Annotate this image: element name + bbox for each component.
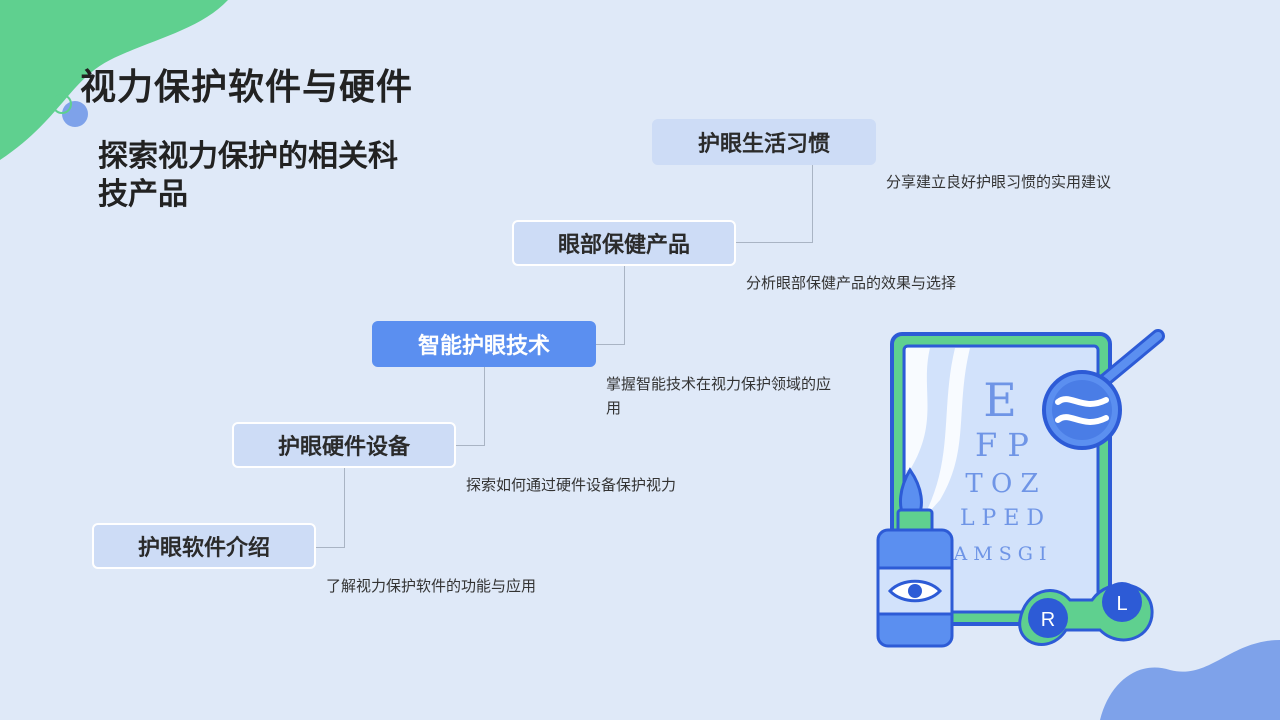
page-subtitle: 探索视力保护的相关科技产品 — [98, 138, 398, 214]
eye-chart-illustration: E F P T O Z L P E D A M S G I R L — [860, 320, 1180, 660]
step-products-desc: 分析眼部保健产品的效果与选择 — [746, 271, 956, 295]
step-healthy-habits[interactable]: 护眼生活习惯 — [652, 119, 876, 165]
step-habits-desc: 分享建立良好护眼习惯的实用建议 — [886, 170, 1118, 194]
connector-3 — [596, 266, 625, 345]
step-smart-desc: 掌握智能技术在视力保护领域的应用 — [606, 372, 838, 420]
step-label: 智能护眼技术 — [418, 328, 550, 360]
lens-right-label: L — [1116, 593, 1127, 615]
step-hardware-devices[interactable]: 护眼硬件设备 — [232, 422, 456, 468]
step-label: 护眼硬件设备 — [278, 429, 410, 461]
step-label: 眼部保健产品 — [558, 227, 690, 259]
step-hardware-desc: 探索如何通过硬件设备保护视力 — [466, 473, 676, 497]
step-label: 护眼软件介绍 — [138, 530, 270, 562]
chart-row-2: F P — [975, 426, 1029, 464]
step-smart-technology[interactable]: 智能护眼技术 — [372, 321, 596, 367]
lens-left-label: R — [1041, 609, 1055, 631]
chart-row-3: T O Z — [965, 469, 1038, 499]
connector-1 — [316, 467, 345, 548]
step-eye-care-products[interactable]: 眼部保健产品 — [512, 220, 736, 266]
step-software-desc: 了解视力保护软件的功能与应用 — [326, 574, 536, 598]
connector-2 — [456, 366, 485, 446]
chart-row-5: A M S G I — [952, 543, 1046, 565]
step-software-intro[interactable]: 护眼软件介绍 — [92, 523, 316, 569]
connector-4 — [736, 164, 813, 243]
chart-row-1: E — [983, 373, 1017, 427]
step-label: 护眼生活习惯 — [698, 126, 830, 158]
page-title: 视力保护软件与硬件 — [80, 58, 413, 110]
chart-row-4: L P E D — [960, 506, 1044, 531]
